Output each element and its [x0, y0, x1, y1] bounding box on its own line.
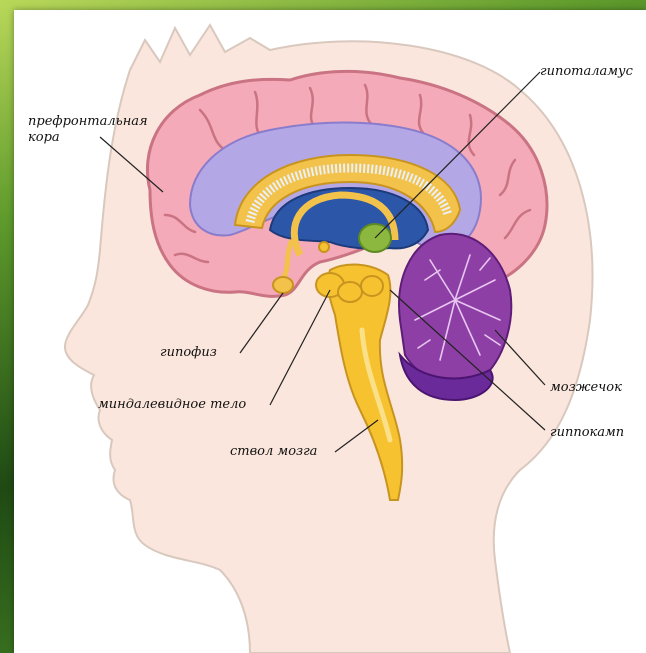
label-brainstem: ствол мозга	[230, 444, 317, 460]
label-hippocampus: гиппокамп	[550, 425, 624, 441]
label-hypothalamus: гипоталамус	[540, 64, 633, 80]
label-amygdala: миндалевидное тело	[98, 397, 246, 413]
label-prefrontal-cortex: префронтальная кора	[28, 114, 148, 146]
label-cerebellum: мозжечок	[550, 380, 622, 396]
label-pituitary: гипофиз	[160, 345, 217, 361]
